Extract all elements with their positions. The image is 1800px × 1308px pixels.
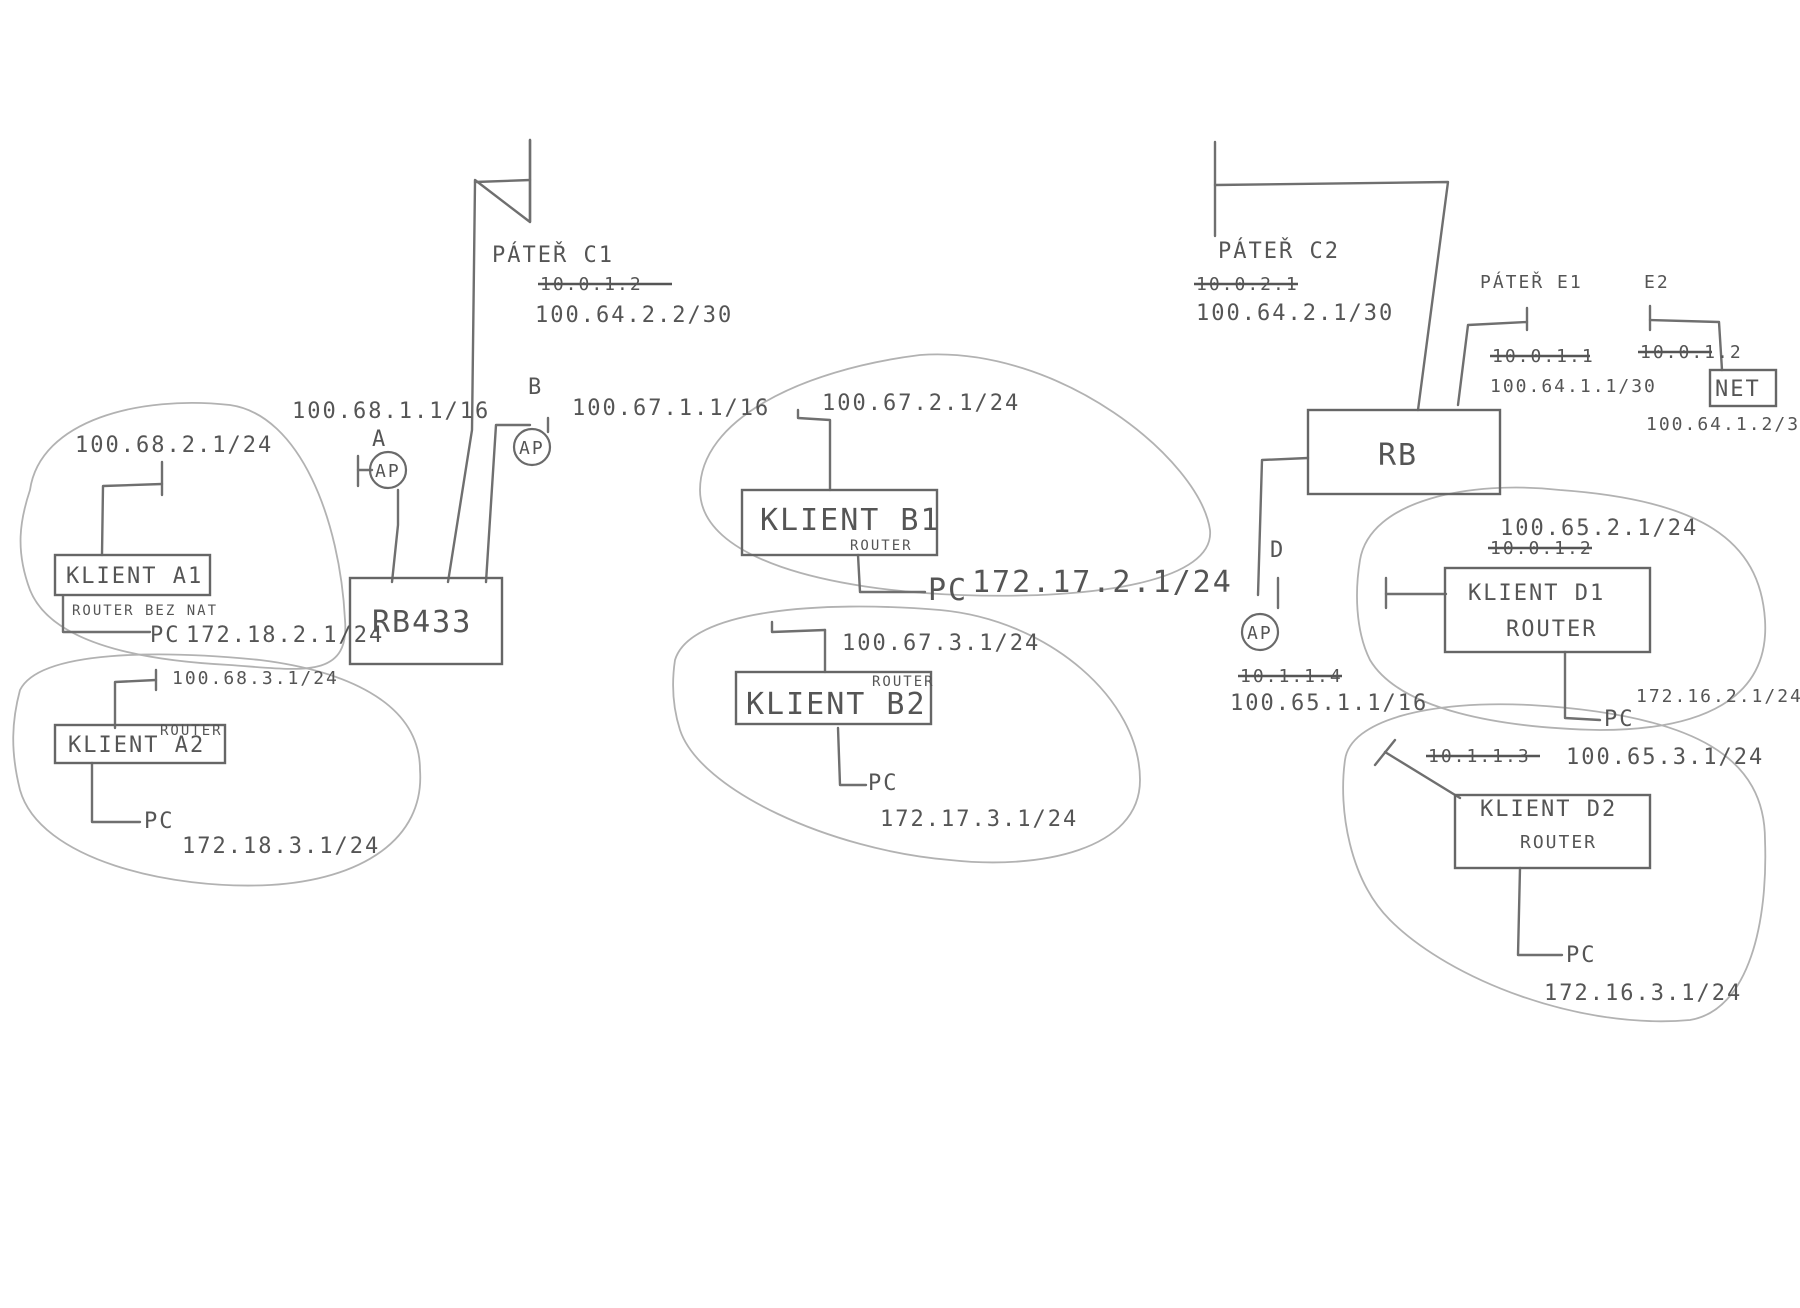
- client-b2-pc-ip: 172.17.3.1/24: [880, 807, 1078, 832]
- ap-b-letter: B: [528, 375, 543, 400]
- client-b2-pc: PC: [868, 771, 899, 796]
- client-group-outlines: [12, 353, 1767, 1023]
- client-b2-ip: 100.67.3.1/24: [842, 631, 1040, 656]
- ap-b-circle: [512, 427, 552, 467]
- client-b2-sub: ROUTER: [872, 674, 935, 690]
- client-b1-ip: 100.67.2.1/24: [822, 391, 1020, 416]
- client-b2-name: KLIENT B2: [746, 687, 927, 722]
- client-b1-sub: ROUTER: [850, 538, 913, 554]
- backbone-labels: PÁTEŘ C1 10.0.1.2 100.64.2.2/30 PÁTEŘ C2…: [492, 238, 1800, 435]
- client-d1-pc-ip: 172.16.2.1/24: [1636, 686, 1800, 707]
- client-b1-pc: PC: [928, 573, 968, 608]
- ap-b-ip: 100.67.1.1/16: [572, 396, 770, 421]
- ap-a-letter: A: [372, 427, 387, 452]
- client-b1-pc-ip: 172.17.2.1/24: [972, 565, 1233, 600]
- client-a2-box: [53, 723, 227, 765]
- client-b1-name: KLIENT B1: [760, 503, 941, 538]
- backbone-c2-label: PÁTEŘ C2: [1218, 238, 1340, 264]
- link-e1-rb: [1456, 320, 1529, 407]
- net-label: NET: [1715, 377, 1761, 402]
- backbone-e1-ip: 100.64.1.1/30: [1490, 376, 1657, 397]
- client-a1-name: KLIENT A1: [66, 564, 203, 589]
- client-d2-name: KLIENT D2: [1480, 797, 1617, 822]
- client-a1-pc: PC: [150, 623, 181, 648]
- link-rb433-ap-b: [484, 423, 532, 584]
- client-b2: 100.67.3.1/24 KLIENT B2 ROUTER PC 172.17…: [746, 631, 1078, 832]
- client-d1-name: KLIENT D1: [1468, 581, 1605, 606]
- backbone-e2-label: E2: [1644, 272, 1670, 293]
- router-rb-label: RB: [1378, 438, 1418, 473]
- ap-a-label: AP: [375, 461, 401, 482]
- client-a2-ip: 100.68.3.1/24: [172, 668, 339, 689]
- ap-d-letter: D: [1270, 538, 1285, 563]
- backbone-c1-label: PÁTEŘ C1: [492, 242, 614, 268]
- router-rb-box: [1306, 408, 1502, 496]
- client-a1: 100.68.2.1/24 KLIENT A1 ROUTER BEZ NAT P…: [66, 433, 384, 648]
- ap-d-label: AP: [1247, 623, 1273, 644]
- client-a1-ip: 100.68.2.1/24: [75, 433, 273, 458]
- client-d2: 10.1.1.3 100.65.3.1/24 KLIENT D2 ROUTER …: [1426, 745, 1764, 1006]
- client-d1-box: [1443, 566, 1652, 654]
- link-rb433-ap-a: [390, 488, 400, 584]
- client-b1-box: [740, 488, 939, 557]
- ap-d-circle: [1240, 612, 1280, 652]
- client-d2-ip: 100.65.3.1/24: [1566, 745, 1764, 770]
- ap-d-ip: 100.65.1.1/16: [1230, 691, 1428, 716]
- client-d1-ip: 100.65.2.1/24: [1500, 516, 1698, 541]
- backbone-c1-ip: 100.64.2.2/30: [535, 303, 733, 328]
- client-a2-pc: PC: [144, 809, 175, 834]
- link-e2-net: [1648, 318, 1724, 372]
- ap-a-circle: [368, 450, 408, 490]
- ap-b-label: AP: [519, 438, 545, 459]
- client-d1-sub: ROUTER: [1506, 617, 1597, 642]
- client-a2-sub: ROUTER: [160, 723, 223, 739]
- backbone-c2-ip: 100.64.2.1/30: [1196, 301, 1394, 326]
- client-d2-box: [1453, 793, 1652, 870]
- network-links: [61, 138, 1724, 957]
- blob-client-d2: [1342, 703, 1767, 1023]
- backbone-e1-label: PÁTEŘ E1: [1480, 271, 1583, 293]
- link-rb-ap-d: [1256, 456, 1310, 597]
- blob-client-a1: [19, 402, 347, 670]
- client-d1-pc: PC: [1604, 707, 1635, 732]
- blob-client-d1: [1356, 486, 1767, 731]
- client-a1-sub: ROUTER BEZ NAT: [72, 603, 218, 619]
- net-box: [1708, 368, 1778, 408]
- client-b2-box: [734, 670, 933, 726]
- client-d2-sub: ROUTER: [1520, 832, 1597, 853]
- access-points: AP AP AP A B D 100.68.1.1/16 100.67.1.1/…: [292, 375, 1428, 716]
- client-d2-pc-ip: 172.16.3.1/24: [1544, 981, 1742, 1006]
- client-a1-box: [53, 553, 212, 597]
- ap-a-ip: 100.68.1.1/16: [292, 399, 490, 424]
- device-boxes: [53, 368, 1778, 870]
- backbone-e2-ip: 100.64.1.2/30: [1646, 414, 1800, 435]
- blob-client-a2: [12, 653, 422, 887]
- router-rb433-box: [348, 576, 504, 666]
- client-a2-pc-ip: 172.18.3.1/24: [182, 834, 380, 859]
- client-b1: 100.67.2.1/24 KLIENT B1 ROUTER PC 172.17…: [760, 391, 1233, 608]
- router-rb433-label: RB433: [372, 605, 472, 640]
- client-d1: 100.65.2.1/24 10.0.1.2 KLIENT D1 ROUTER …: [1468, 516, 1800, 732]
- client-a2: 100.68.3.1/24 KLIENT A2 ROUTER PC 172.18…: [68, 668, 380, 859]
- client-a2-name: KLIENT A2: [68, 733, 205, 758]
- client-a1-pc-ip: 172.18.2.1/24: [186, 623, 384, 648]
- blob-client-b1: [699, 353, 1211, 597]
- blob-client-b2: [672, 605, 1141, 864]
- client-d2-pc: PC: [1566, 943, 1597, 968]
